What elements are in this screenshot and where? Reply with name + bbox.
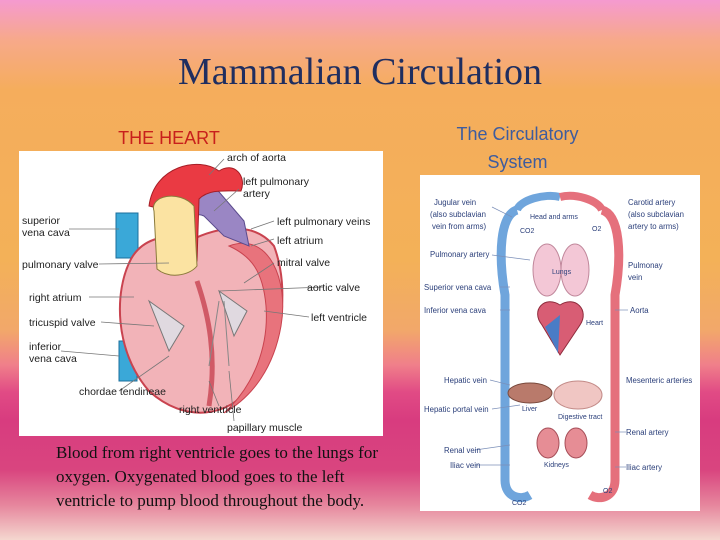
label-superior-vena-cava-1: superior — [22, 215, 60, 227]
label-right-atrium: right atrium — [29, 292, 82, 304]
label-co2-top: CO2 — [520, 228, 535, 235]
slide-title: Mammalian Circulation — [177, 51, 543, 93]
label-pulmonary-valve: pulmonary valve — [22, 259, 99, 271]
circulatory-heading-line-2: System — [487, 152, 548, 172]
label-left-pulmonary-artery-2: artery — [243, 188, 271, 200]
label-pulmonary-artery: Pulmonary artery — [430, 250, 489, 259]
label-o2-bottom: O2 — [603, 488, 612, 495]
label-left-pulmonary-veins: left pulmonary veins — [277, 216, 370, 228]
label-jugular-vein-1: Jugular vein — [434, 198, 476, 207]
circulatory-heading-line-1: The Circulatory — [456, 124, 579, 144]
label-iliac-artery: Iliac artery — [626, 463, 662, 472]
label-pulmonary-vein-1: Pulmonay — [628, 261, 663, 270]
label-renal-artery: Renal artery — [626, 428, 669, 437]
label-left-pulmonary-artery-1: left pulmonary — [243, 176, 310, 188]
label-papillary-muscle: papillary muscle — [227, 422, 302, 434]
label-renal-vein: Renal vein — [444, 446, 481, 455]
label-arch-of-aorta: arch of aorta — [227, 152, 286, 164]
heart-heading: THE HEART — [118, 128, 220, 148]
label-head-and-arms: Head and arms — [530, 214, 578, 221]
label-o2-top: O2 — [592, 226, 601, 233]
circulatory-heading: The Circulatory System — [430, 120, 605, 176]
label-liver: Liver — [522, 406, 538, 413]
label-superior-vena-cava-2: vena cava — [22, 227, 70, 239]
label-inferior-vena-cava-1: inferior — [29, 341, 62, 353]
label-kidneys: Kidneys — [544, 462, 569, 469]
label-mesenteric-arteries: Mesenteric arteries — [626, 376, 692, 385]
label-left-atrium: left atrium — [277, 235, 323, 247]
label-heart: Heart — [586, 320, 603, 327]
label-left-ventricle: left ventricle — [311, 312, 367, 324]
label-hepatic-vein: Hepatic vein — [444, 376, 487, 385]
heart-diagram: arch of aorta left pulmonary artery left… — [19, 151, 383, 436]
circulatory-illustration: Jugular vein (also subclavian vein from … — [424, 191, 692, 507]
label-carotid-artery-1: Carotid artery — [628, 198, 675, 207]
label-aorta: Aorta — [630, 306, 649, 315]
label-iliac-vein: Iliac vein — [450, 461, 480, 470]
label-hepatic-portal-vein: Hepatic portal vein — [424, 405, 489, 414]
label-digestive-tract: Digestive tract — [558, 414, 602, 421]
label-inferior-vena-cava: Inferior vena cava — [424, 306, 487, 315]
label-tricuspid-valve: tricuspid valve — [29, 317, 96, 329]
label-jugular-vein-2: (also subclavian — [430, 210, 486, 219]
label-inferior-vena-cava-2: vena cava — [29, 353, 77, 365]
label-mitral-valve: mitral valve — [277, 257, 330, 269]
label-superior-vena-cava: Superior vena cava — [424, 283, 492, 292]
label-pulmonary-vein-2: vein — [628, 273, 642, 282]
caption-text: Blood from right ventricle goes to the l… — [56, 443, 378, 510]
label-carotid-artery-3: artery to arms) — [628, 222, 679, 231]
label-carotid-artery-2: (also subclavian — [628, 210, 684, 219]
label-jugular-vein-3: vein from arms) — [432, 222, 487, 231]
heart-illustration: arch of aorta left pulmonary artery left… — [22, 152, 370, 434]
circulatory-diagram: Jugular vein (also subclavian vein from … — [420, 175, 700, 511]
label-lungs: Lungs — [552, 269, 572, 276]
label-right-ventricle: right ventricle — [179, 404, 242, 416]
label-co2-bottom: CO2 — [512, 500, 527, 507]
label-aortic-valve: aortic valve — [307, 282, 360, 294]
label-chordae-tendineae: chordae tendineae — [79, 386, 166, 398]
